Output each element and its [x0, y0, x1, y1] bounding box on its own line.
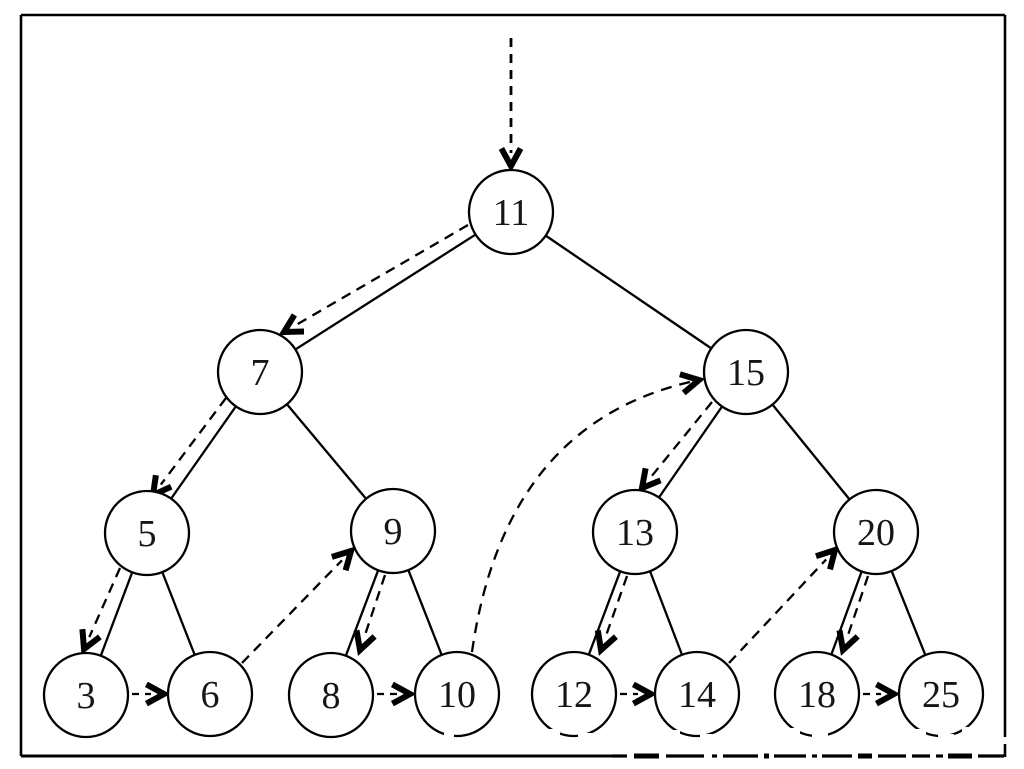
- traversal-arrowhead-12-to-14: [631, 681, 658, 707]
- node-label: 9: [384, 511, 403, 553]
- node-label: 15: [727, 352, 765, 394]
- tree-node-25: 25: [897, 650, 985, 738]
- node-circle: [702, 328, 790, 416]
- tree-node-5: 5: [103, 489, 191, 577]
- traversal-arrowhead-8-to-10: [390, 681, 417, 707]
- traversal-arrow-10-to-15: [470, 378, 700, 653]
- node-label: 6: [201, 674, 220, 716]
- node-circle: [653, 650, 741, 738]
- tree-edge-15-13: [657, 405, 724, 499]
- traversal-arrowhead-15-to-13: [638, 467, 662, 493]
- traversal-arrow-11-to-7: [294, 224, 469, 327]
- tree-node-12: 12: [530, 650, 618, 738]
- tree-node-7: 7: [216, 328, 304, 416]
- traversal-arrowhead-14-to-20: [815, 545, 840, 571]
- watermark-erosion-mark: [548, 729, 560, 738]
- tree-node-3: 3: [42, 651, 130, 739]
- traversal-arrow-5-to-3: [88, 567, 122, 638]
- tree-edge-9-8: [344, 569, 380, 657]
- tree-edge-11-15: [545, 234, 712, 350]
- tree-edge-11-7: [294, 233, 477, 351]
- node-circle: [349, 487, 437, 575]
- node-label: 13: [616, 512, 654, 554]
- watermark-erosion-mark: [938, 734, 954, 739]
- node-circle: [287, 651, 375, 739]
- tree-edge-13-12: [587, 570, 622, 656]
- tree-node-18: 18: [773, 650, 861, 738]
- tree-edge-5-6: [161, 571, 196, 656]
- tree-edge-20-18: [830, 571, 863, 655]
- tree-node-11: 11: [467, 168, 555, 256]
- tree-node-8: 8: [287, 651, 375, 739]
- node-circle: [413, 650, 501, 738]
- node-circle: [832, 488, 920, 576]
- traversal-arrowhead-13-to-12: [594, 629, 618, 656]
- watermark-erosion-mark: [962, 727, 970, 735]
- tree-node-13: 13: [591, 488, 679, 576]
- traversal-arrowhead-6-to-9: [331, 546, 356, 572]
- tree-edge-7-9: [286, 403, 367, 500]
- node-label: 5: [138, 513, 157, 555]
- tree-node-15: 15: [702, 328, 790, 416]
- tree-node-10: 10: [413, 650, 501, 738]
- traversal-arrow-13-to-12: [604, 575, 629, 639]
- traversal-arrowhead-18-to-25: [874, 681, 901, 707]
- node-label: 8: [322, 675, 341, 717]
- watermark-erosion-mark: [790, 728, 800, 736]
- node-label: 7: [251, 352, 270, 394]
- node-circle: [530, 650, 618, 738]
- tree-edge-15-20: [771, 403, 851, 501]
- watermark-erosion-mark: [812, 733, 828, 739]
- node-label: 14: [678, 674, 716, 716]
- tree-edge-5-3: [99, 571, 134, 657]
- traversal-arrow-7-to-5: [159, 397, 227, 486]
- node-label: 25: [922, 674, 960, 716]
- node-label: 20: [857, 512, 895, 554]
- traversal-arrowhead-5-to-3: [79, 628, 102, 655]
- node-circle: [42, 651, 130, 739]
- traversal-arrowhead-3-to-6: [144, 681, 171, 707]
- node-circle: [216, 328, 304, 416]
- traversal-arrowhead-start-to-11: [498, 146, 524, 173]
- watermark-erosion-mark: [668, 730, 680, 738]
- traversal-arrowhead-9-to-8: [353, 629, 377, 656]
- node-label: 11: [493, 192, 530, 234]
- watermark-erosion-mark: [578, 733, 592, 739]
- watermark-erosion-mark: [916, 729, 926, 737]
- tree-edge-9-10: [407, 569, 443, 656]
- tree-node-20: 20: [832, 488, 920, 576]
- node-label: 12: [555, 674, 593, 716]
- tree-edge-13-14: [648, 570, 684, 656]
- traversal-arrow-14-to-20: [728, 558, 827, 664]
- tree-node-6: 6: [166, 650, 254, 738]
- watermark-erosion-mark: [700, 734, 716, 739]
- traversal-arrowhead-20-to-18: [836, 629, 860, 656]
- traversal-arrowhead-11-to-7: [278, 313, 305, 336]
- node-circle: [591, 488, 679, 576]
- watermark-erosion-mark: [444, 733, 454, 739]
- tree-node-14: 14: [653, 650, 741, 738]
- tree-edge-7-5: [170, 405, 237, 500]
- node-label: 18: [798, 674, 836, 716]
- traversal-arrow-6-to-9: [241, 559, 343, 664]
- tree-edge-20-25: [890, 570, 927, 656]
- node-label: 10: [438, 674, 476, 716]
- tree-node-9: 9: [349, 487, 437, 575]
- traversal-arrow-20-to-18: [846, 575, 870, 639]
- node-circle: [103, 489, 191, 577]
- traversal-arrow-9-to-8: [363, 574, 387, 639]
- node-label: 3: [77, 675, 96, 717]
- node-circle: [467, 168, 555, 256]
- node-circle: [166, 650, 254, 738]
- watermark-erosion-mark: [724, 728, 732, 736]
- traversal-arrowhead-10-to-15: [679, 371, 706, 396]
